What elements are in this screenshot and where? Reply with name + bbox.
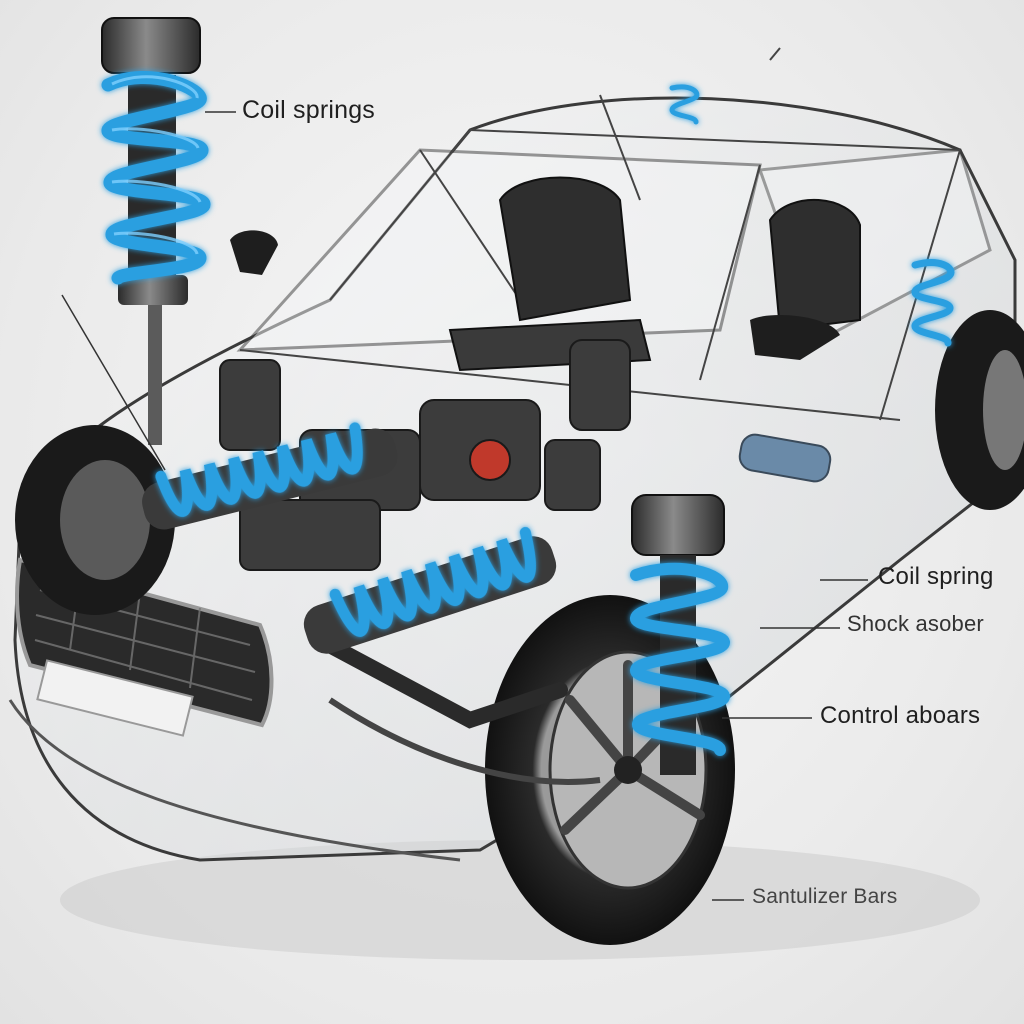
- label-control-arms: Control aboars: [820, 702, 981, 729]
- side-mirror-right: [750, 315, 840, 360]
- label-coil-springs: Coil springs: [242, 96, 376, 124]
- rear-horizontal-spring: [738, 433, 832, 483]
- control-arm: [312, 632, 568, 729]
- engine-coilover-lower: [303, 526, 557, 654]
- label-coil-spring: Coil spring: [878, 563, 994, 590]
- stabilizer-bar: [328, 697, 601, 785]
- front-left-wheel: [15, 425, 175, 615]
- label-stabilizer-bars: Santulizer Bars: [752, 885, 898, 908]
- front-wheel-coilover: [630, 494, 730, 775]
- standalone-strut: [101, 17, 211, 445]
- rear-right-wheel: [935, 310, 1024, 510]
- rear-left-coil: [669, 84, 700, 125]
- leader-lines: [61, 111, 868, 901]
- rear-coil-spring: [911, 259, 955, 347]
- front-bumper: [8, 699, 461, 862]
- ground-shadow: [60, 840, 980, 960]
- label-shock-absorber: Shock asober: [847, 611, 984, 636]
- side-mirror-left: [230, 230, 278, 275]
- engine-coilover-upper: [142, 422, 398, 530]
